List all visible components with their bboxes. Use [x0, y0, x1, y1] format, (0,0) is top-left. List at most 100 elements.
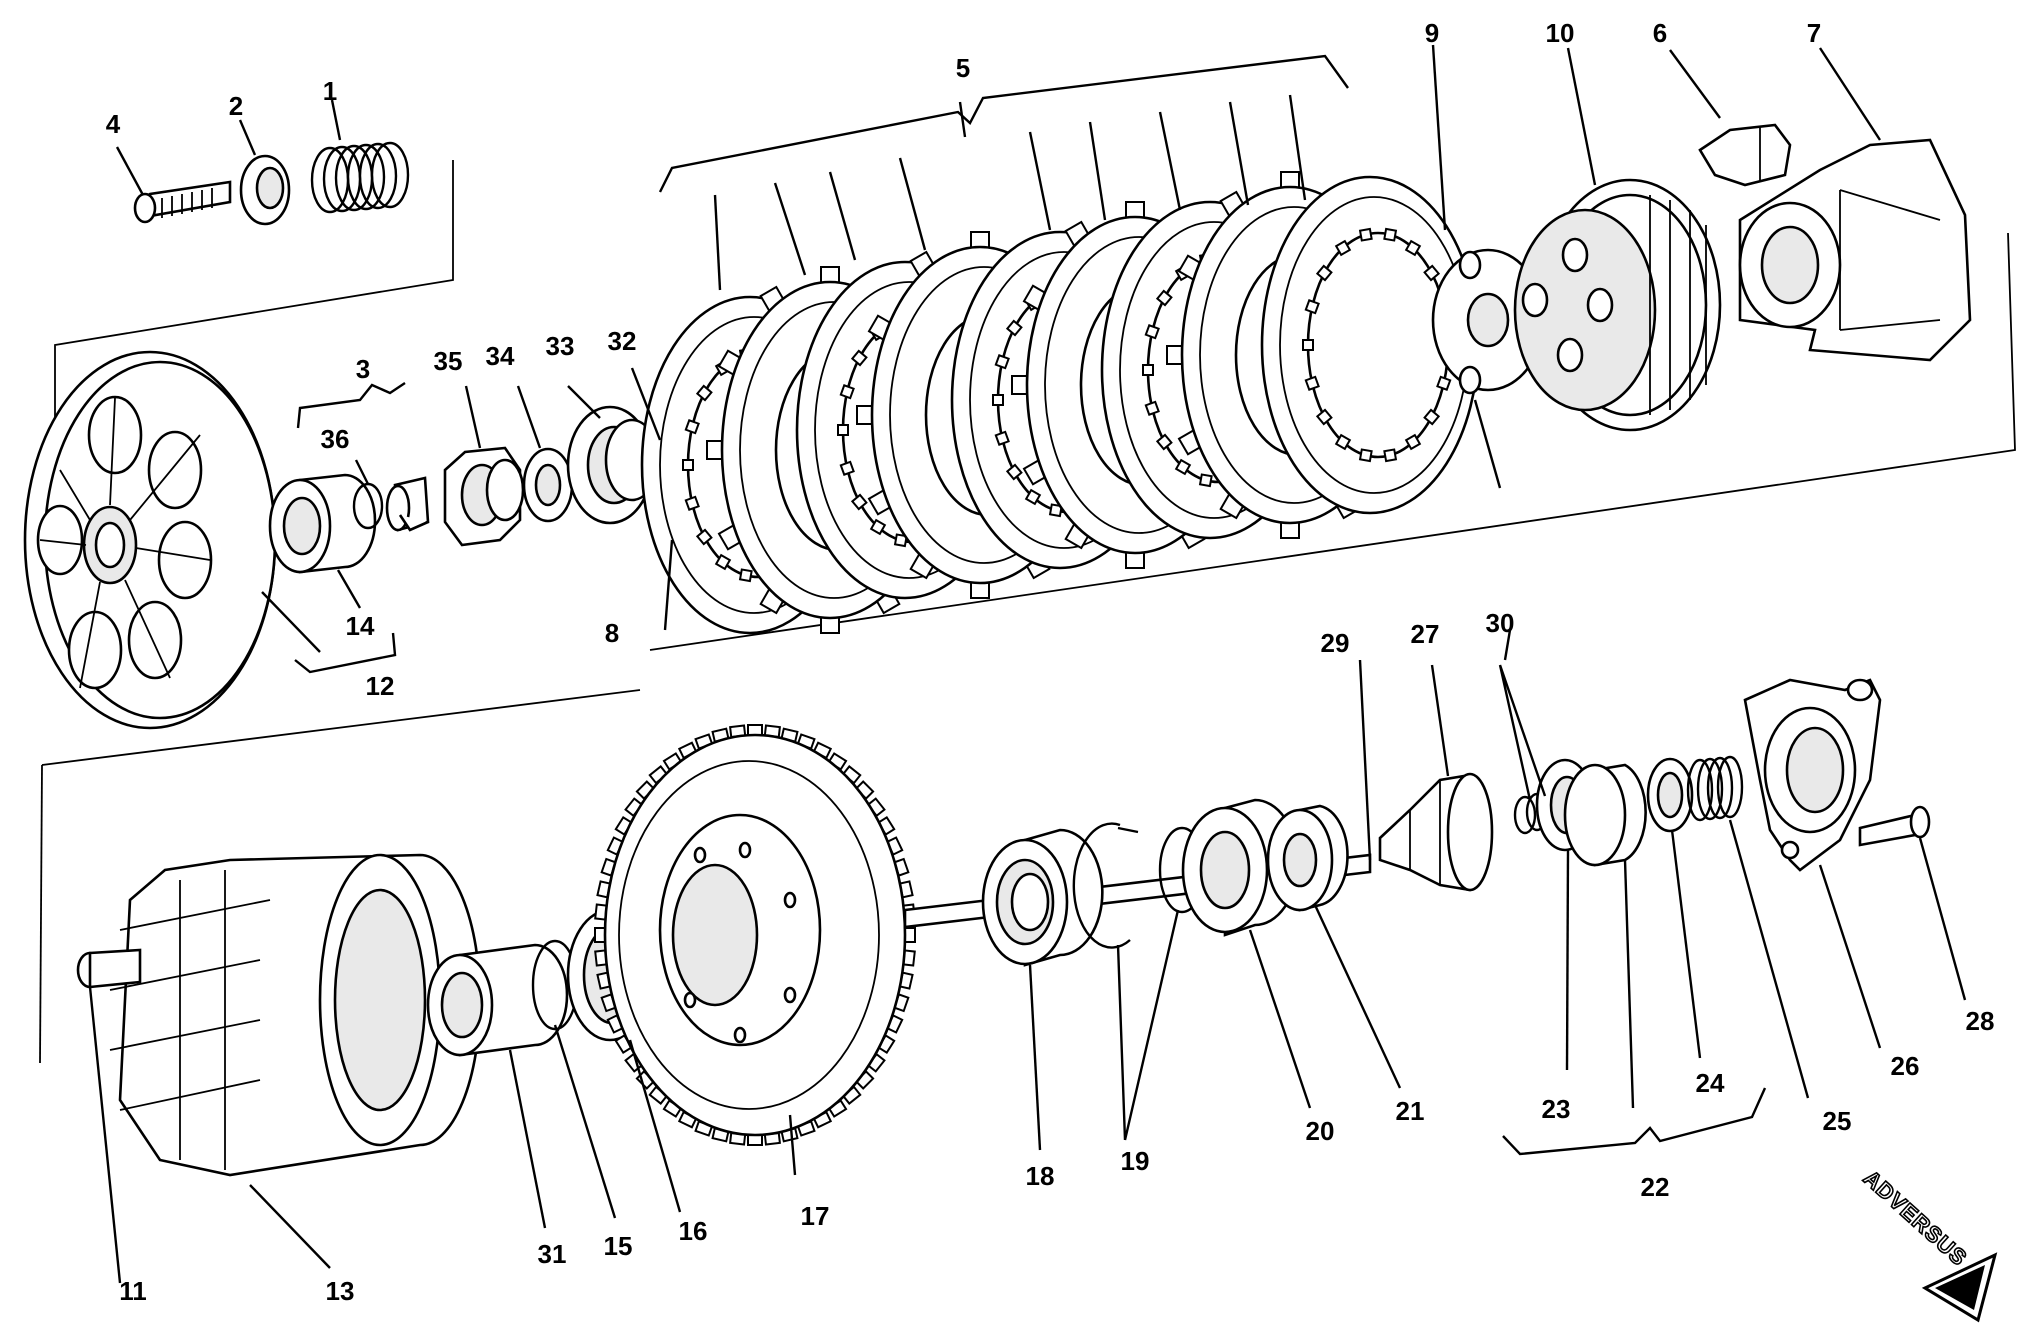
bolt-4	[133, 180, 232, 224]
callout-7: 7	[1807, 18, 1821, 48]
callout-31: 31	[538, 1239, 567, 1269]
callout-4: 4	[106, 109, 121, 139]
callout-8: 8	[605, 618, 619, 648]
plate-spline	[1024, 488, 1042, 506]
watermark-text: ADVERSUS	[1859, 1165, 1973, 1271]
plate-spline	[1334, 433, 1352, 451]
bolt-28	[1858, 805, 1931, 847]
callout-17: 17	[801, 1201, 830, 1231]
assembly-frames	[39, 160, 2016, 1064]
plate-spline	[1155, 289, 1173, 307]
callout-20: 20	[1306, 1116, 1335, 1146]
plate-spline	[1005, 319, 1023, 337]
callout-25: 25	[1823, 1106, 1852, 1136]
clutch-housing-13	[109, 853, 482, 1177]
gear-tooth	[904, 927, 916, 943]
callout-27: 27	[1411, 619, 1440, 649]
callout-28: 28	[1966, 1006, 1995, 1036]
plate-spline	[1315, 408, 1333, 426]
callout-1: 1	[323, 76, 337, 106]
plate-spline	[1198, 473, 1213, 488]
plate-spline	[1315, 264, 1333, 282]
plate-spline	[839, 460, 855, 476]
callout-29: 29	[1321, 628, 1350, 658]
gear-tooth	[747, 1134, 763, 1146]
watermark-logo: ADVERSUS	[1858, 1164, 1998, 1323]
plate-spline	[714, 553, 732, 571]
callout-26: 26	[1891, 1051, 1920, 1081]
plate-spline	[1436, 375, 1452, 391]
bearing-18	[981, 828, 1104, 967]
gear-bolt-hole	[738, 841, 752, 859]
plate-inner	[1306, 231, 1450, 459]
callout-36: 36	[321, 424, 350, 454]
plate-spline	[850, 493, 868, 511]
plate-spline	[684, 419, 700, 435]
callout-10: 10	[1546, 18, 1575, 48]
leader-lines	[88, 44, 1967, 1284]
plate-spline	[994, 354, 1010, 370]
gear-bolt-hole	[783, 986, 797, 1004]
callout-32: 32	[608, 326, 637, 356]
spring-25	[1686, 755, 1744, 822]
clutch-plate	[1260, 175, 1480, 515]
plate-spline	[994, 430, 1010, 446]
pad-6	[1698, 123, 1792, 187]
plate-spline	[1155, 433, 1173, 451]
piston-22	[1563, 763, 1647, 867]
plate-spline	[1304, 299, 1320, 315]
plate-spline	[1174, 458, 1192, 476]
plate-spline	[1423, 264, 1441, 282]
bushing-31	[426, 943, 569, 1057]
plate-spline	[1142, 364, 1154, 376]
plate-spline	[1302, 339, 1314, 351]
callout-11: 11	[119, 1276, 147, 1306]
plate-spline	[1144, 324, 1160, 340]
pressure-hub-9	[1431, 248, 1545, 395]
callout-33: 33	[546, 331, 575, 361]
pushrod-3	[385, 476, 430, 532]
callout-2: 2	[229, 91, 243, 121]
plate-spline	[1404, 239, 1422, 257]
callout-15: 15	[604, 1231, 633, 1261]
plate-spline	[1144, 400, 1160, 416]
plate-spline	[1005, 463, 1023, 481]
seal-27	[1378, 772, 1494, 892]
plate-spline	[1048, 503, 1063, 518]
callout-30: 30	[1486, 608, 1515, 638]
gear-bolt-hole	[733, 1026, 747, 1044]
bearing-33	[566, 405, 660, 525]
plate-spline	[1358, 227, 1373, 242]
callout-18: 18	[1026, 1161, 1055, 1191]
plate-spline	[1358, 448, 1373, 463]
plate-spline	[1304, 375, 1320, 391]
gear-tooth	[594, 927, 606, 943]
callout-21: 21	[1396, 1096, 1425, 1126]
callout-6: 6	[1653, 18, 1667, 48]
plate-spline	[695, 384, 713, 402]
cover-7	[1738, 138, 1972, 362]
callout-5: 5	[956, 53, 970, 83]
bearing-21	[1266, 804, 1349, 912]
bolt-11	[76, 948, 142, 989]
callout-23: 23	[1542, 1094, 1571, 1124]
callout-35: 35	[434, 346, 463, 376]
plate-spline	[850, 349, 868, 367]
plate-spline	[1423, 408, 1441, 426]
plate-spline	[839, 384, 855, 400]
bearing-14	[268, 473, 377, 574]
gear-bore	[671, 863, 759, 1007]
slave-cylinder-26	[1743, 678, 1882, 872]
washer-34	[522, 447, 574, 523]
plate-spline	[992, 394, 1004, 406]
plate-spline	[684, 495, 700, 511]
pressure-plate-12	[23, 350, 277, 730]
plate-spline	[738, 568, 753, 583]
callout-24: 24	[1696, 1068, 1725, 1098]
callout-22: 22	[1641, 1172, 1670, 1202]
plate-spline	[1404, 433, 1422, 451]
spring-1	[310, 141, 410, 214]
seal-24	[1646, 757, 1694, 833]
